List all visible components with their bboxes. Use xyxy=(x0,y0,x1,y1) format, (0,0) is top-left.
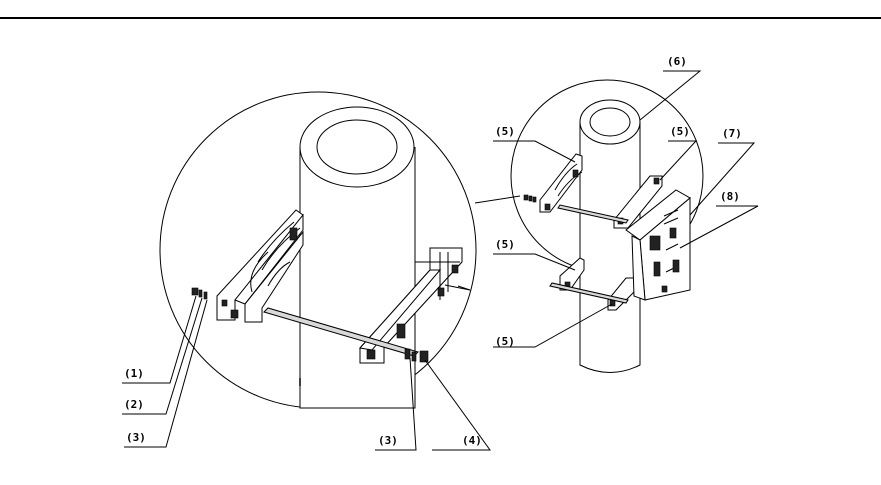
callout-5-middle: (5) xyxy=(495,238,515,251)
detail-enlarged-view xyxy=(160,92,476,408)
assembly-upper-left-bracket xyxy=(540,154,582,212)
detail-left-bracket xyxy=(217,210,303,322)
assembly-pole xyxy=(580,100,640,373)
callout-6: (6) xyxy=(667,55,687,68)
detail-left-hardware xyxy=(192,288,207,299)
callout-1: (1) xyxy=(124,367,144,380)
callout-3-left: (3) xyxy=(126,431,146,444)
callout-5-lower: (5) xyxy=(495,335,515,348)
callout-5-upper-left: (5) xyxy=(495,125,515,138)
detail-pole xyxy=(300,107,415,408)
callout-7: (7) xyxy=(722,127,742,140)
assembly-view xyxy=(511,80,703,373)
callout-3-right: (3) xyxy=(378,434,398,447)
callout-8: (8) xyxy=(720,190,740,203)
callout-4: (4) xyxy=(462,434,482,447)
callout-2: (2) xyxy=(124,398,144,411)
callout-5-upper-right: (5) xyxy=(670,125,690,138)
assembly-upper-hardware xyxy=(524,195,536,202)
